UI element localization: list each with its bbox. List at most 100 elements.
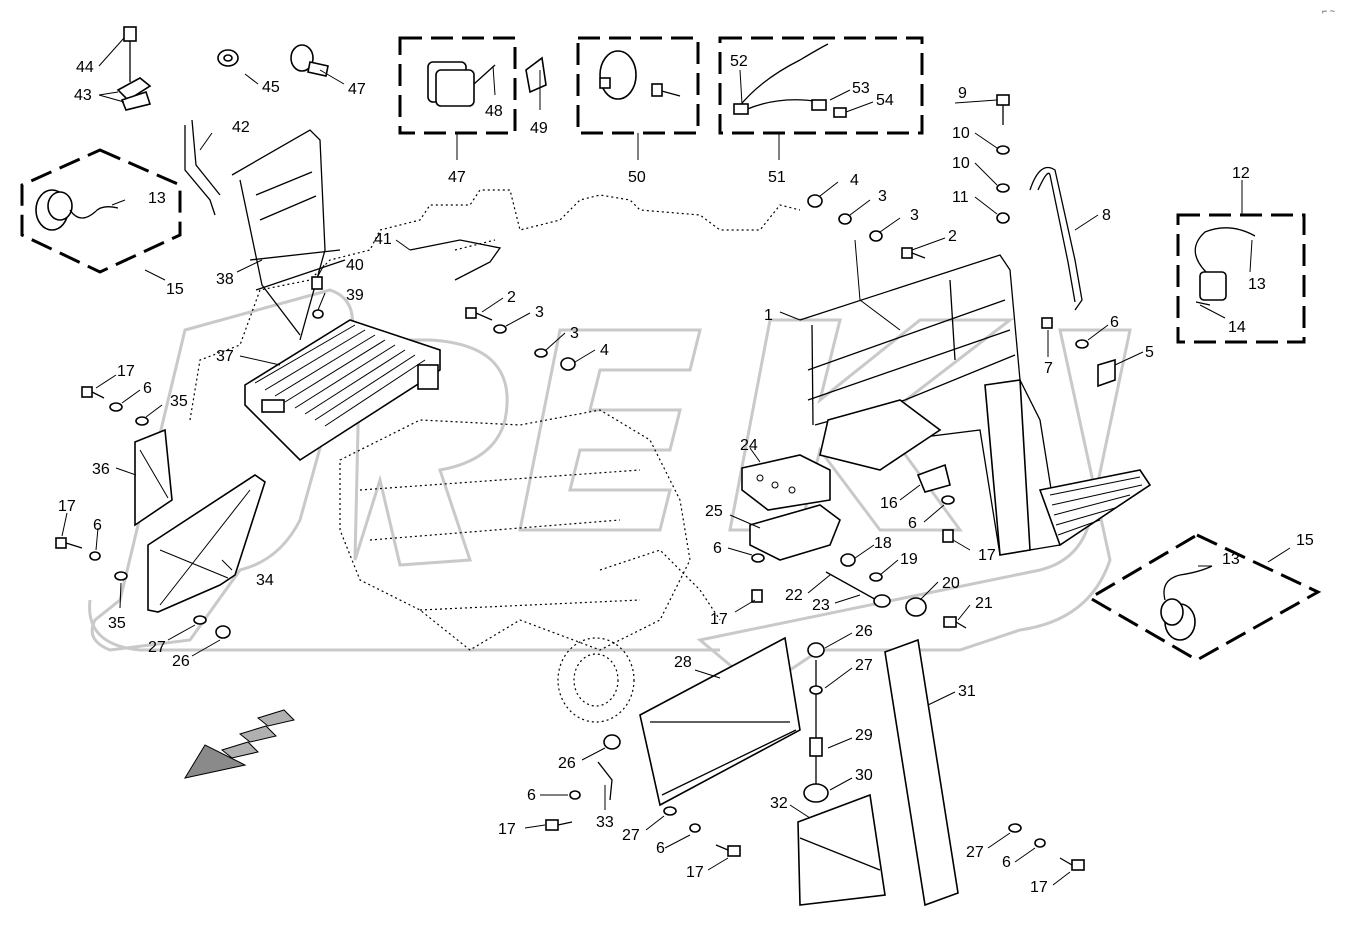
callout-16: 16 [880, 495, 898, 512]
bracket-icon-41 [409, 239, 502, 281]
plate-icon-36 [134, 428, 173, 527]
callout-43: 43 [74, 87, 92, 104]
callout-6: 6 [656, 840, 665, 857]
callout-8: 8 [1102, 207, 1111, 224]
callout-38: 38 [216, 271, 234, 288]
panel-icon-32 [797, 793, 886, 906]
ladder-icon-38 [231, 129, 346, 341]
mudguard-icon-34 [147, 474, 266, 613]
callout-47: 47 [448, 169, 466, 186]
callout-39: 39 [346, 287, 364, 304]
callout-42: 42 [232, 119, 250, 136]
callout-24: 24 [740, 437, 758, 454]
callout-36: 36 [92, 461, 110, 478]
panel-icon-28 [639, 636, 801, 807]
callout-52: 52 [730, 53, 748, 70]
callout-17: 17 [686, 864, 704, 881]
group-box-15-right [1087, 533, 1322, 662]
callout-10: 10 [952, 125, 970, 142]
callout-13: 13 [1222, 551, 1240, 568]
callout-45: 45 [262, 79, 280, 96]
callout-41: 41 [374, 231, 392, 248]
callout-23: 23 [812, 597, 830, 614]
callout-26: 26 [172, 653, 190, 670]
corner-mark: ⌐ ~ [1322, 6, 1335, 16]
callout-2: 2 [948, 228, 957, 245]
mirror-icon [599, 50, 681, 100]
callout-51: 51 [768, 169, 786, 186]
callout-47: 47 [348, 81, 366, 98]
callout-35: 35 [108, 615, 126, 632]
clamp-icon-43 [116, 77, 152, 111]
callout-48: 48 [485, 103, 503, 120]
callout-30: 30 [855, 767, 873, 784]
callout-5: 5 [1145, 344, 1154, 361]
bracket-icon-24 [741, 454, 831, 511]
callout-27: 27 [148, 639, 166, 656]
callout-15: 15 [1296, 532, 1314, 549]
callout-labels: 1 2 2 3 3 3 3 4 4 5 6 6 6 6 6 6 6 6 7 8 … [58, 53, 1314, 896]
lamp-glass-icon [525, 56, 547, 94]
step-grating-icon-37 [244, 319, 441, 462]
callout-17: 17 [1030, 879, 1048, 896]
callout-27: 27 [622, 827, 640, 844]
chassis-icon [339, 409, 721, 723]
callout-29: 29 [855, 727, 873, 744]
callout-35: 35 [170, 393, 188, 410]
callout-6: 6 [93, 517, 102, 534]
callout-54: 54 [876, 92, 894, 109]
bracket-icon-5 [1097, 358, 1116, 388]
callout-12: 12 [1232, 165, 1250, 182]
group-box-50 [576, 36, 700, 135]
cover-icon-16 [916, 463, 951, 493]
callout-19: 19 [900, 551, 918, 568]
callout-6: 6 [713, 540, 722, 557]
callout-14: 14 [1228, 319, 1246, 336]
callout-2: 2 [507, 289, 516, 306]
fastener-icons [55, 94, 1089, 871]
handrail-icon-42 [184, 119, 221, 216]
callout-34: 34 [256, 572, 274, 589]
callout-17: 17 [498, 821, 516, 838]
callout-26: 26 [855, 623, 873, 640]
callout-50: 50 [628, 169, 646, 186]
group-box-51 [718, 36, 924, 135]
group-box-12 [1176, 213, 1306, 344]
callout-49: 49 [530, 120, 548, 137]
callout-15: 15 [166, 281, 184, 298]
mount-icon-29-30 [803, 660, 829, 803]
wiring-harness-icon [733, 43, 847, 118]
callout-32: 32 [770, 795, 788, 812]
leader-lines [61, 37, 1291, 886]
callout-6: 6 [1110, 314, 1119, 331]
callout-26: 26 [558, 755, 576, 772]
clip-icon-47 [290, 44, 329, 77]
callout-9: 9 [958, 85, 967, 102]
callout-21: 21 [975, 595, 993, 612]
platform-step-icon-1 [799, 254, 1152, 556]
callout-27: 27 [966, 844, 984, 861]
callout-3: 3 [570, 325, 579, 342]
callout-10: 10 [952, 155, 970, 172]
callout-6: 6 [143, 380, 152, 397]
lamp-icon-right [1160, 565, 1213, 641]
callout-3: 3 [535, 304, 544, 321]
callout-40: 40 [346, 257, 364, 274]
callout-44: 44 [76, 59, 94, 76]
lamp-icon-left [35, 189, 119, 231]
callout-13: 13 [1248, 276, 1266, 293]
callout-4: 4 [600, 342, 609, 359]
callout-17: 17 [58, 498, 76, 515]
callout-31: 31 [958, 683, 976, 700]
callout-27: 27 [855, 657, 873, 674]
callout-18: 18 [874, 535, 892, 552]
beacon-lamp-icon [1194, 227, 1256, 306]
callout-17: 17 [117, 363, 135, 380]
callout-20: 20 [942, 575, 960, 592]
callout-25: 25 [705, 503, 723, 520]
callout-3: 3 [878, 188, 887, 205]
callout-33: 33 [596, 814, 614, 831]
callout-3: 3 [910, 207, 919, 224]
callout-7: 7 [1044, 360, 1053, 377]
